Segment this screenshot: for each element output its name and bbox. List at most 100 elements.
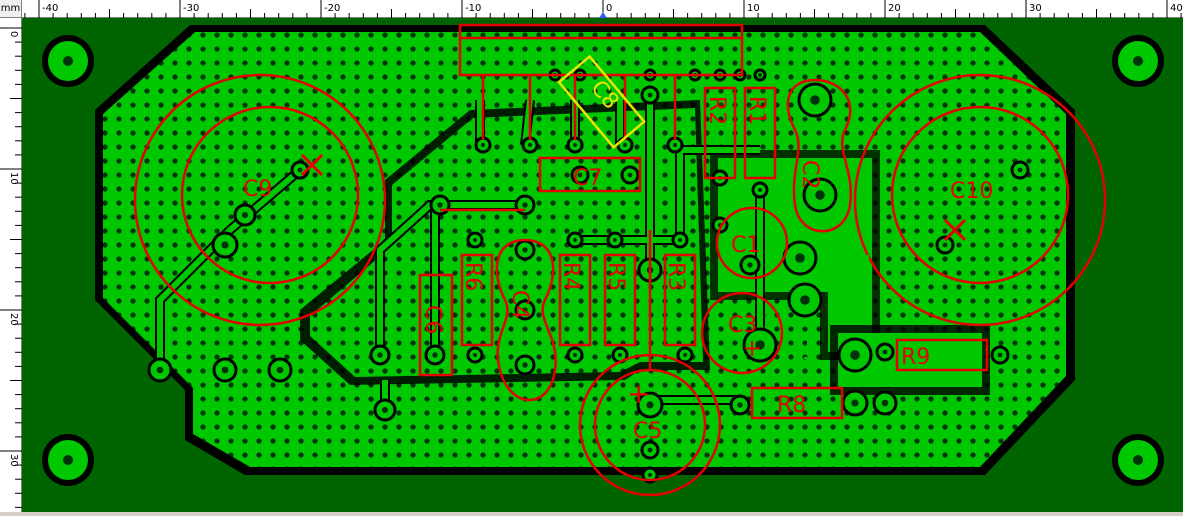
r8-outline (750, 386, 844, 420)
pad-hole (472, 237, 478, 243)
label-r6[interactable]: R6 (460, 262, 485, 291)
mount-hole-tl (42, 35, 94, 87)
ruler-label: 0 (606, 3, 612, 14)
pad-hole (297, 167, 303, 173)
c9-center-mark (300, 153, 324, 177)
mount-hole-br (1112, 434, 1164, 486)
pad-hole (647, 472, 653, 478)
label-c4[interactable]: C4 (507, 290, 532, 319)
r6-outline (460, 253, 494, 347)
c2-outline (786, 78, 853, 233)
pad-hole (572, 237, 578, 243)
label-c3[interactable]: C3 (728, 313, 757, 338)
ruler-label: 30 (1029, 3, 1042, 14)
label-r5[interactable]: R5 (603, 262, 628, 291)
pad-hole (522, 247, 528, 253)
pad-hole (795, 253, 805, 263)
label-c5[interactable]: C5 (633, 419, 662, 444)
c4-outline (495, 238, 557, 402)
pad-hole (242, 212, 248, 218)
ruler-label: 0 (8, 31, 19, 37)
pad-hole (942, 242, 948, 248)
label-c1[interactable]: C1 (731, 233, 760, 258)
pcb-canvas[interactable]: C9 C10 C7 R2 R1 C2 C1 R6 C4 R4 R5 R3 C6 … (22, 18, 1183, 512)
pad-hole (672, 142, 678, 148)
mounting-holes (42, 35, 1164, 486)
ground-icon (796, 338, 820, 359)
pad-hole (757, 187, 763, 193)
label-r1[interactable]: R1 (744, 96, 769, 125)
pad-hole (677, 237, 683, 243)
ruler-label: -10 (465, 3, 481, 14)
label-r2[interactable]: R2 (704, 96, 729, 125)
pad-hole (997, 352, 1003, 358)
pad-hole (851, 399, 859, 407)
pad-hole (882, 349, 888, 355)
label-c6[interactable]: C6 (420, 305, 445, 334)
c3-plus-marker: + (742, 334, 762, 362)
pad-hole (737, 402, 743, 408)
pad-hole (522, 362, 528, 368)
label-c10[interactable]: C10 (950, 179, 993, 204)
pad-hole (747, 262, 753, 268)
label-r4[interactable]: R4 (558, 262, 583, 291)
c7-outline (538, 156, 642, 193)
pad-hole (881, 399, 889, 407)
r4-outline (558, 253, 592, 347)
pad-hole (432, 352, 438, 358)
label-c2[interactable]: C2 (797, 160, 822, 189)
pad-hole (156, 366, 164, 374)
ruler-label: 40 (1170, 3, 1183, 14)
pad-hole (1017, 167, 1023, 173)
pad-hole (522, 307, 528, 313)
c9-outline-inner (180, 105, 360, 285)
pad-hole (577, 172, 583, 178)
pad-hole (800, 295, 810, 305)
label-c9[interactable]: C9 (243, 177, 272, 202)
ruler-label: 30 (8, 454, 19, 467)
c5-plus-marker: + (627, 377, 650, 410)
pad-hole (437, 202, 443, 208)
pad-hole (622, 142, 628, 148)
pad-hole (755, 340, 765, 350)
ruler-label: 10 (747, 3, 760, 14)
c10-outline-outer (853, 73, 1107, 327)
pad-hole (646, 401, 654, 409)
pad-hole (527, 142, 533, 148)
connector-outline (458, 23, 744, 77)
pad-hole (815, 190, 825, 200)
mount-hole-tr (1112, 35, 1164, 87)
pad-hole (377, 352, 383, 358)
pad-hole (522, 202, 528, 208)
c3-outline (700, 291, 784, 375)
ruler-label: -20 (324, 3, 340, 14)
label-r8[interactable]: R8 (777, 393, 806, 418)
c10-center-mark (943, 218, 967, 242)
label-r3[interactable]: R3 (663, 262, 688, 291)
label-r9[interactable]: R9 (901, 345, 930, 370)
pad-hole (572, 142, 578, 148)
pad-hole (647, 447, 653, 453)
ruler-label: 20 (888, 3, 901, 14)
pad-hole (480, 142, 486, 148)
label-c7[interactable]: C7 (573, 166, 602, 191)
r3-outline (663, 253, 697, 347)
ruler-unit: mm (0, 0, 22, 18)
silkscreen (133, 23, 1107, 497)
pad-hole (850, 350, 860, 360)
pad-hole (221, 366, 229, 374)
r2-outline (703, 86, 737, 180)
pad-hole (627, 172, 633, 178)
mount-hole-bl (42, 434, 94, 486)
copper-pour (95, 25, 1075, 475)
pad-hole (647, 92, 653, 98)
pad-hole (682, 352, 688, 358)
ruler-label: 20 (8, 313, 19, 326)
c6-outline (418, 273, 454, 377)
r1-outline (743, 86, 777, 180)
input-arrow-icon (833, 251, 869, 273)
c8-selected[interactable] (557, 54, 647, 150)
